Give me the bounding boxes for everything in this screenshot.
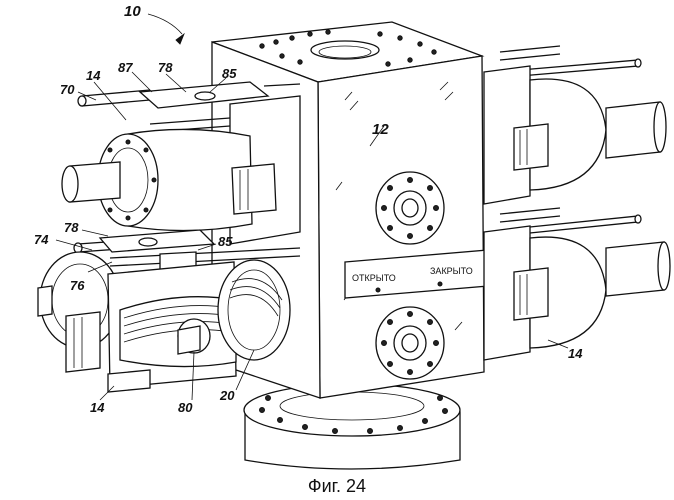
label-70: 70 [60, 82, 75, 97]
right-lower-actuator [484, 208, 670, 360]
label-10: 10 [124, 3, 141, 20]
label-87: 87 [118, 60, 133, 75]
label-12: 12 [372, 121, 389, 138]
label-74: 74 [34, 232, 49, 247]
label-80: 80 [178, 400, 193, 415]
plate-open-text: ОТКРЫТО [352, 273, 396, 283]
label-85-bottom: 85 [218, 234, 233, 249]
left-upper-actuator [62, 82, 300, 244]
label-78-top: 78 [158, 60, 173, 75]
label-14-top-left: 14 [86, 68, 101, 83]
label-85-top: 85 [222, 66, 237, 81]
right-upper-actuator [484, 46, 666, 204]
label-76: 76 [70, 278, 85, 293]
bore-opening [218, 260, 290, 360]
label-14-bottom-right: 14 [568, 346, 583, 361]
lower-port-flange [376, 307, 444, 379]
label-78-bottom: 78 [64, 220, 79, 235]
figure-caption: Фиг. 24 [308, 476, 366, 496]
base-flange [244, 384, 460, 469]
upper-port-flange [376, 172, 444, 244]
label-20: 20 [219, 388, 235, 403]
label-14-bottom-left: 14 [90, 400, 105, 415]
plate-closed-text: ЗАКРЫТО [430, 266, 473, 276]
